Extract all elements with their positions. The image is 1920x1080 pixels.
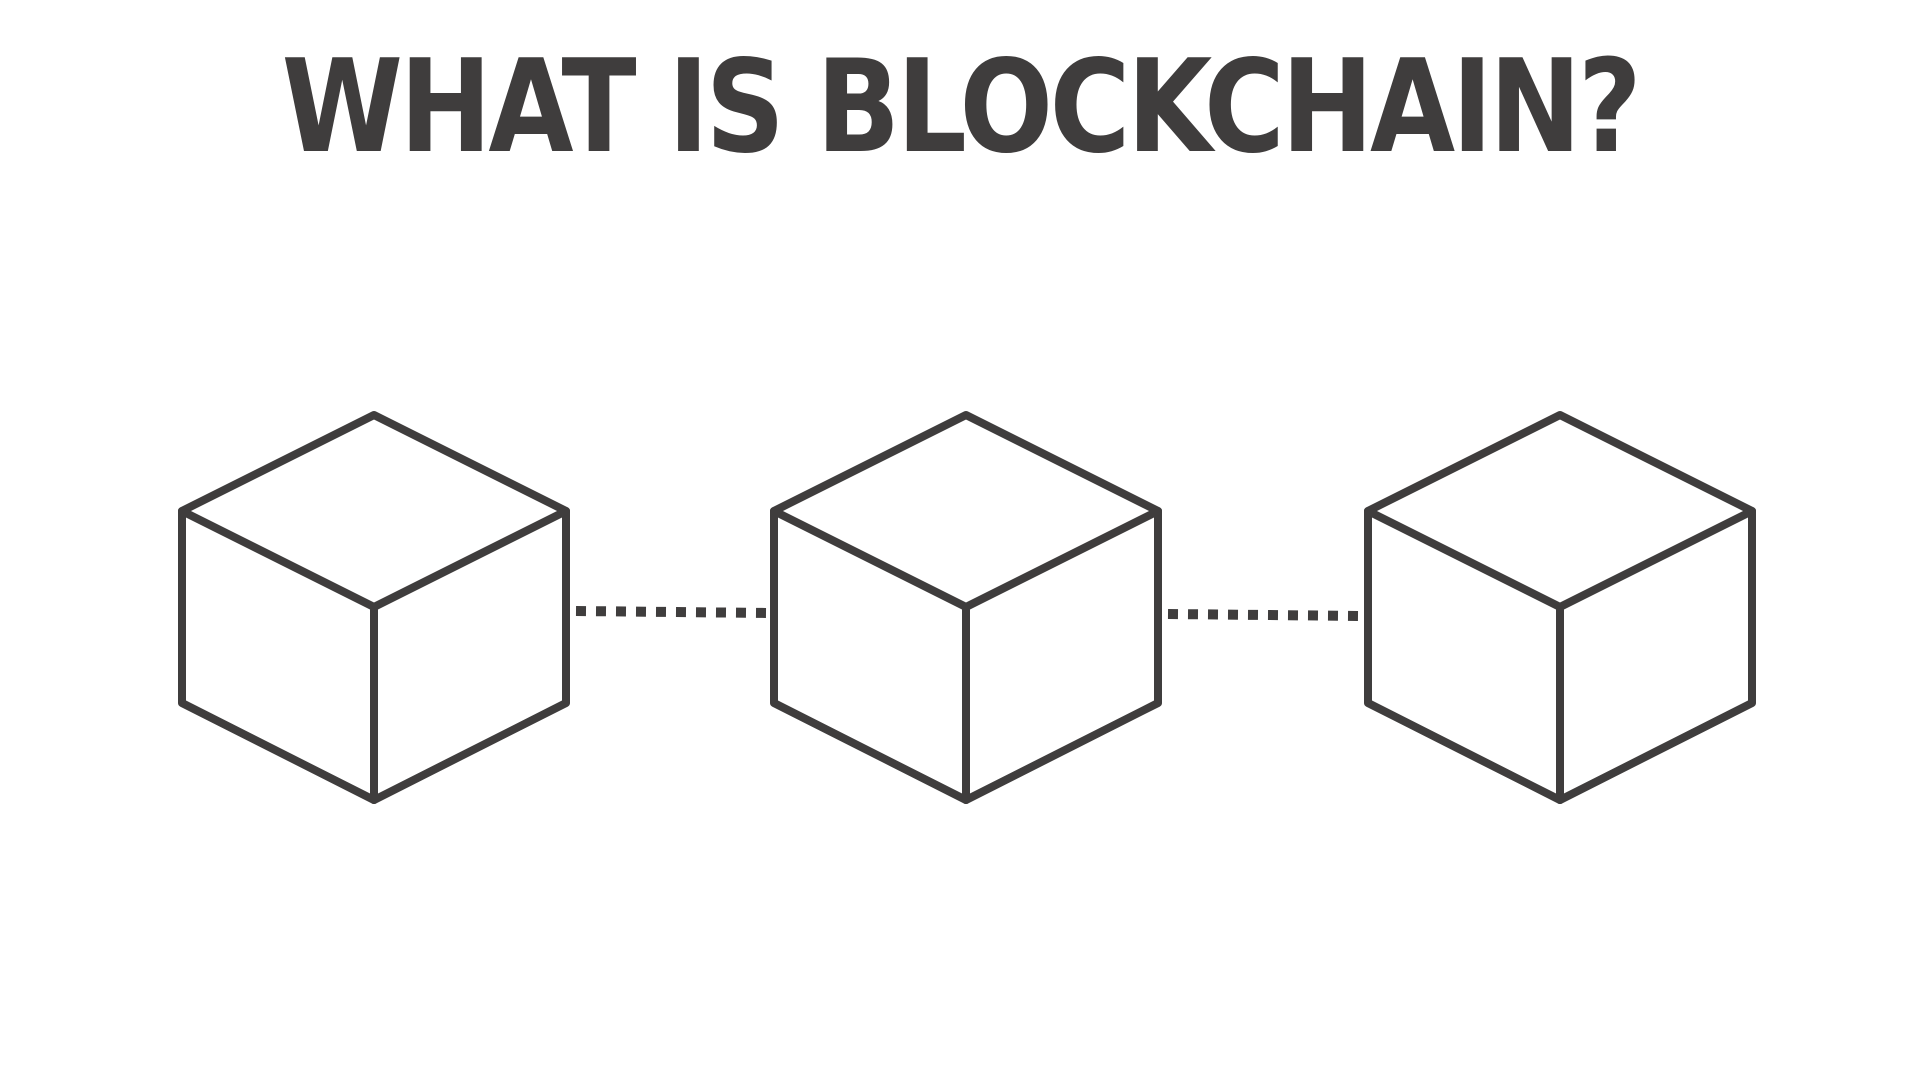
cube-inner-edges [1364, 507, 1756, 804]
cube-inner-edges [178, 507, 570, 804]
links-layer [575, 606, 1365, 621]
cube-icon [1364, 411, 1756, 804]
page-title: WHAT IS BLOCKCHAIN? [281, 33, 1642, 182]
cube-icon [178, 411, 570, 804]
dotted-link [575, 606, 771, 618]
cube-inner-edges [770, 507, 1162, 804]
dotted-link [1167, 609, 1365, 621]
cube-icon [770, 411, 1162, 804]
blocks-layer [178, 411, 1756, 804]
